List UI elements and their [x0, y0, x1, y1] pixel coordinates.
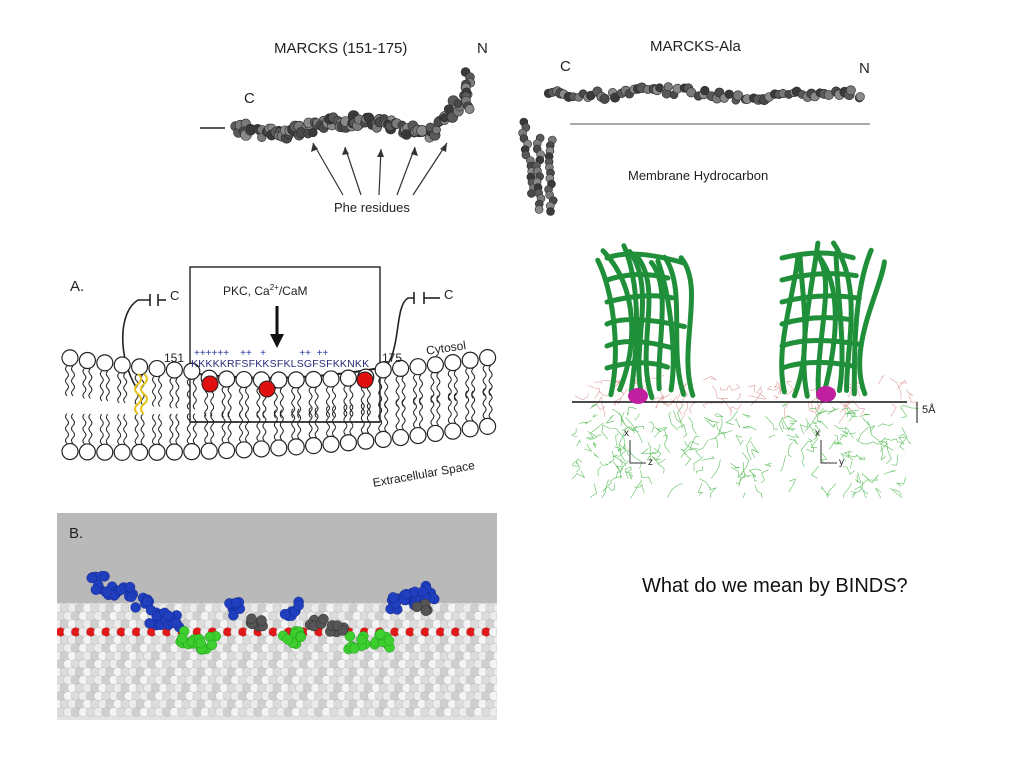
- pkc-cam-label: PKC, Ca2+/CaM: [223, 283, 308, 298]
- anchor-residue-right: [816, 386, 836, 402]
- panel-b-spacefill: [57, 570, 497, 720]
- md-simulation-panel: x z x y 5Å: [564, 228, 944, 506]
- peptide-spacefill-chain: [230, 67, 476, 144]
- marcks-n-label: N: [477, 40, 488, 57]
- lipid-line-network: [564, 374, 919, 506]
- marcks-c-label: C: [244, 90, 255, 107]
- acidic-lipid: [258, 380, 276, 398]
- question-text: What do we mean by BINDS?: [642, 575, 908, 597]
- axis-x-right: x: [815, 428, 820, 439]
- axis-x-left: x: [624, 428, 629, 439]
- peptide-spheres: [86, 570, 440, 655]
- marcks-ala-title: MARCKS-Ala: [650, 38, 741, 55]
- tether-left-c-label: C: [170, 288, 180, 303]
- panel-a-label: A.: [70, 278, 85, 295]
- phe-residues-label: Phe residues: [334, 200, 410, 215]
- axis-y: y: [839, 457, 844, 468]
- phe-arrowheads: [311, 143, 447, 157]
- ala-peptide-spacefill-chain: [543, 82, 865, 106]
- scale-5a-label: 5Å: [922, 404, 936, 416]
- charge-plus-signs: ++++++ ++ + ++ ++: [194, 348, 329, 359]
- axis-z: z: [648, 457, 653, 468]
- residue-151-label: 151: [164, 351, 185, 365]
- membrane-lipid-spheres: [57, 603, 497, 717]
- myristoyl-anchor: [134, 373, 148, 415]
- acidic-lipid: [201, 375, 219, 393]
- protein-ribbons: [595, 240, 887, 400]
- panel-b-label: B.: [69, 525, 84, 542]
- panel-a: A. PKC, Ca2+/CaM C C 151 175 Cytosol Ext…: [58, 262, 504, 498]
- md-snapshot: [564, 240, 919, 506]
- lipid-hydrocarbon-chains: [518, 117, 558, 216]
- phe-arrows: [312, 142, 448, 196]
- marcks-ala-figure: [518, 82, 870, 216]
- residue-175-label: 175: [382, 351, 403, 365]
- acidic-lipid: [356, 371, 374, 389]
- panel-a-membrane-diagram: [61, 266, 497, 461]
- marcks-ala-n-label: N: [859, 60, 870, 77]
- marcks-title: MARCKS (151-175): [274, 40, 408, 57]
- membrane-hydrocarbon-label: Membrane Hydrocarbon: [628, 168, 769, 183]
- marcks-ala-c-label: C: [560, 58, 571, 75]
- marcks-peptide-figure: [200, 67, 476, 196]
- panel-b: B.: [57, 513, 497, 720]
- tether-right-c-label: C: [444, 287, 454, 302]
- anchor-residue-left: [628, 388, 648, 404]
- marcks-sequence: KKKKKRFSFKKSFKLSGFSFKKNKK: [191, 358, 370, 370]
